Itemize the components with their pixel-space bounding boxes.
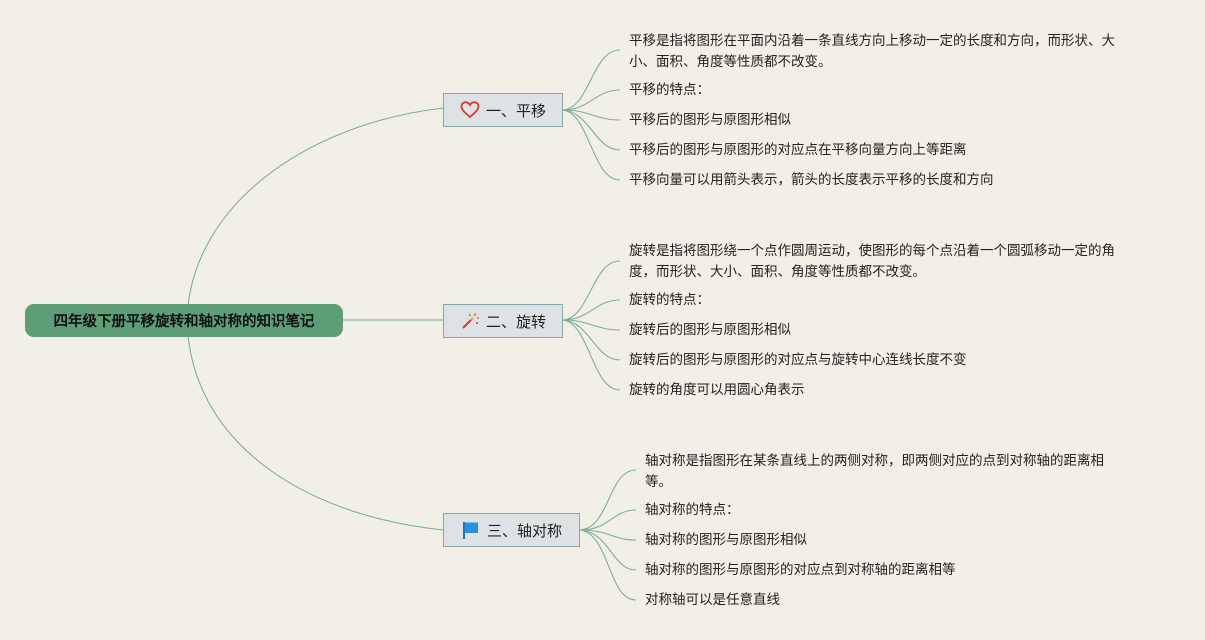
leaf-rotation-radius-unchanged[interactable]: 旋转后的图形与原图形的对应点与旋转中心连线长度不变 xyxy=(629,352,967,368)
leaf-symmetry-features[interactable]: 轴对称的特点： xyxy=(645,502,740,518)
root-topic-label: 四年级下册平移旋转和轴对称的知识笔记 xyxy=(53,314,315,330)
leaf-rotation-features[interactable]: 旋转的特点： xyxy=(629,292,710,308)
link-branch-2-leaf-2 xyxy=(562,299,621,321)
link-branch-1-leaf-5 xyxy=(562,109,621,181)
leaf-translation-equal-distance[interactable]: 平移后的图形与原图形的对应点在平移向量方向上等距离 xyxy=(629,142,967,158)
link-root-branch-3 xyxy=(186,319,444,531)
leaf-rotation-angle[interactable]: 旋转的角度可以用圆心角表示 xyxy=(629,382,805,398)
branch-topic-label: 三、轴对称 xyxy=(486,521,562,540)
link-branch-3-leaf-5 xyxy=(579,529,637,601)
link-branch-3-leaf-3 xyxy=(579,529,637,541)
flag-icon xyxy=(461,520,481,540)
link-root-branch-1 xyxy=(186,107,444,321)
leaf-translation-features[interactable]: 平移的特点： xyxy=(629,82,710,98)
link-branch-2-leaf-1 xyxy=(562,260,621,321)
link-branch-3-leaf-4 xyxy=(579,529,637,571)
leaf-translation-definition[interactable]: 平移是指将图形在平面内沿着一条直线方向上移动一定的长度和方向，而形状、大小、面积… xyxy=(629,33,1115,70)
branch-topic-axial-symmetry[interactable]: 三、轴对称 xyxy=(443,513,580,547)
leaf-translation-similar[interactable]: 平移后的图形与原图形相似 xyxy=(629,112,791,128)
branch-topic-label: 二、旋转 xyxy=(485,312,546,331)
leaf-symmetry-definition[interactable]: 轴对称是指图形在某条直线上的两侧对称，即两侧对应的点到对称轴的距离相等。 xyxy=(645,453,1104,490)
link-branch-1-leaf-2 xyxy=(562,89,621,111)
link-branch-3-leaf-2 xyxy=(579,509,637,531)
branch-topic-translation[interactable]: 一、平移 xyxy=(443,93,563,127)
leaf-translation-vector[interactable]: 平移向量可以用箭头表示，箭头的长度表示平移的长度和方向 xyxy=(629,172,994,188)
root-topic[interactable]: 四年级下册平移旋转和轴对称的知识笔记 xyxy=(25,304,343,337)
link-branch-1-leaf-3 xyxy=(562,109,621,121)
leaf-symmetry-axis[interactable]: 对称轴可以是任意直线 xyxy=(645,592,780,608)
link-branch-1-leaf-1 xyxy=(562,49,621,111)
leaf-symmetry-equal-distance[interactable]: 轴对称的图形与原图形的对应点到对称轴的距离相等 xyxy=(645,562,956,578)
leaf-symmetry-similar[interactable]: 轴对称的图形与原图形相似 xyxy=(645,532,807,548)
branch-topic-label: 一、平移 xyxy=(485,101,546,120)
link-branch-2-leaf-3 xyxy=(562,319,621,331)
leaf-rotation-similar[interactable]: 旋转后的图形与原图形相似 xyxy=(629,322,791,338)
link-branch-2-leaf-4 xyxy=(562,319,621,361)
branch-topic-rotation[interactable]: 二、旋转 xyxy=(443,304,563,338)
link-branch-1-leaf-4 xyxy=(562,109,621,151)
leaf-rotation-definition[interactable]: 旋转是指将图形绕一个点作圆周运动，使图形的每个点沿着一个圆弧移动一定的角度，而形… xyxy=(629,243,1115,280)
link-branch-3-leaf-1 xyxy=(579,469,637,531)
magic-wand-icon xyxy=(460,312,480,330)
link-branch-2-leaf-5 xyxy=(562,319,621,391)
heart-icon xyxy=(460,101,480,119)
